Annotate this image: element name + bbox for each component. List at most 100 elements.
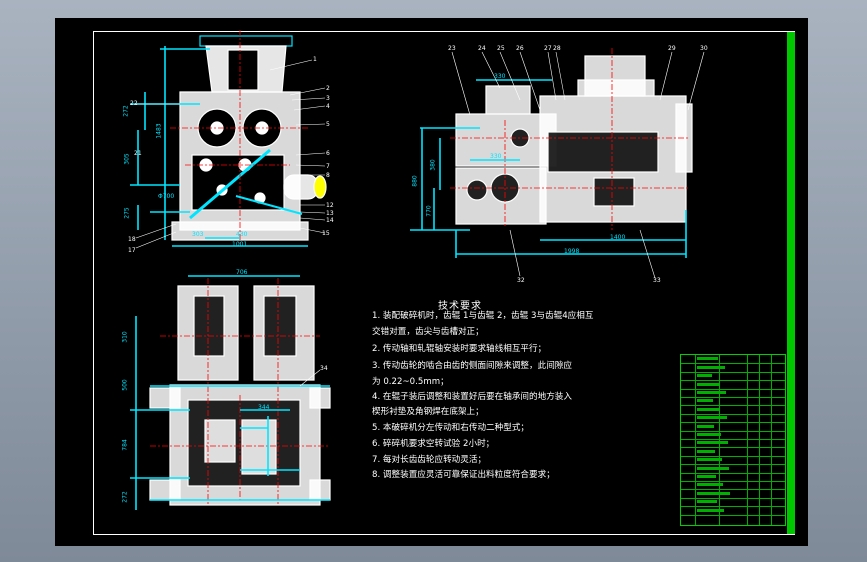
hopper-top bbox=[199, 35, 293, 47]
dim-v2-1400: 1400 bbox=[610, 234, 626, 241]
dim-v1-303: 303 bbox=[192, 231, 204, 238]
tr-line-2: 交错对置，齿尖与齿槽对正； bbox=[372, 327, 484, 337]
dim-v1-275: 275 bbox=[123, 207, 131, 219]
parts-list-fill bbox=[697, 374, 712, 378]
dim-v2-330-mid: 330 bbox=[490, 153, 502, 160]
callout-7: 7 bbox=[326, 163, 330, 170]
view-side bbox=[455, 55, 693, 225]
callout-29: 29 bbox=[668, 45, 676, 52]
parts-list-row bbox=[681, 422, 785, 424]
dim-v2-1998: 1998 bbox=[564, 248, 580, 255]
parts-list-row bbox=[681, 514, 785, 516]
parts-list-fill bbox=[697, 399, 713, 403]
dim-v3-272: 272 bbox=[121, 491, 129, 503]
dim-v2-330: 330 bbox=[494, 73, 506, 80]
dim-v1-305: 305 bbox=[123, 153, 131, 165]
technical-requirements-title: 技术要求 bbox=[438, 301, 482, 312]
tr-line-1: 1. 装配破碎机时，齿辊 1与齿辊 2，齿辊 3与齿辊4应相互 bbox=[372, 311, 594, 321]
callout-26: 26 bbox=[516, 45, 524, 52]
parts-list-title-block bbox=[680, 354, 786, 526]
dim-v3-500: 500 bbox=[121, 379, 129, 391]
parts-list-row bbox=[681, 371, 785, 373]
tr-line-5: 为 0.22~0.5mm； bbox=[372, 377, 449, 387]
callout-6: 6 bbox=[326, 150, 330, 157]
dim-v1-1001: 1001 bbox=[232, 241, 248, 248]
parts-list-row bbox=[681, 430, 785, 432]
tr-line-8: 5. 本破碎机分左传动和右传动二种型式； bbox=[372, 423, 530, 433]
parts-list-row bbox=[681, 439, 785, 440]
v3-dimensions bbox=[130, 275, 330, 510]
parts-list-fill bbox=[697, 424, 714, 428]
parts-list-row bbox=[681, 464, 785, 466]
callout-4: 4 bbox=[326, 103, 330, 110]
callout-18: 18 bbox=[128, 236, 136, 243]
callout-23: 23 bbox=[448, 45, 456, 52]
callout-28: 28 bbox=[553, 45, 561, 52]
callout-8: 8 bbox=[326, 172, 330, 179]
parts-list-fill bbox=[697, 449, 715, 453]
callout-14: 14 bbox=[326, 217, 334, 224]
tr-line-6: 4. 在辊子装后调整和装置好后要在轴承间的地方装入 bbox=[372, 392, 572, 402]
dim-v3-706: 706 bbox=[236, 269, 248, 276]
dim-v2-770: 770 bbox=[425, 205, 433, 217]
view-top bbox=[149, 285, 331, 506]
callout-17: 17 bbox=[128, 247, 136, 254]
parts-list-fill bbox=[697, 466, 729, 470]
callout-3: 3 bbox=[326, 95, 330, 102]
callout-32: 32 bbox=[517, 277, 525, 284]
parts-list-row bbox=[681, 405, 785, 407]
callout-33: 33 bbox=[653, 277, 661, 284]
callout-34: 34 bbox=[320, 365, 328, 372]
parts-list-fill bbox=[697, 357, 718, 361]
tr-line-3: 2. 传动轴和轧辊轴安装时要求轴线相互平行； bbox=[372, 344, 547, 354]
v1-dimensions bbox=[130, 46, 308, 247]
callout-21: 21 bbox=[134, 150, 142, 157]
view-front bbox=[171, 35, 327, 241]
parts-list-fill bbox=[697, 433, 721, 436]
parts-list-row bbox=[681, 388, 785, 390]
callout-27: 27 bbox=[544, 45, 552, 52]
parts-list-row bbox=[681, 413, 785, 415]
parts-list-fill bbox=[697, 416, 727, 420]
tr-line-7: 楔形衬垫及角钢焊在底架上； bbox=[372, 407, 484, 417]
parts-list-fill bbox=[697, 365, 725, 369]
parts-list-row bbox=[681, 380, 785, 382]
tr-line-10: 7. 每对长齿齿轮应转动灵活； bbox=[372, 455, 487, 465]
parts-list-fill bbox=[697, 491, 730, 495]
motor bbox=[283, 174, 319, 200]
dim-v1-phi700: Φ700 bbox=[158, 193, 175, 200]
dim-v2-880: 880 bbox=[411, 175, 419, 187]
callout-25: 25 bbox=[497, 45, 505, 52]
parts-list-row bbox=[681, 506, 785, 508]
callout-13: 13 bbox=[326, 210, 334, 217]
parts-list-row bbox=[681, 447, 785, 449]
side-color-bar bbox=[787, 32, 795, 534]
parts-list-row bbox=[681, 489, 785, 491]
callout-30: 30 bbox=[700, 45, 708, 52]
callout-12: 12 bbox=[326, 202, 334, 209]
parts-list-fill bbox=[697, 458, 722, 462]
parts-list-row bbox=[681, 481, 785, 482]
dim-v3-310: 310 bbox=[121, 331, 129, 343]
parts-list-row bbox=[681, 472, 785, 474]
parts-list-row bbox=[681, 397, 785, 398]
callout-1: 1 bbox=[313, 56, 317, 63]
callout-15: 15 bbox=[322, 230, 330, 237]
parts-list-row bbox=[681, 497, 785, 499]
parts-list-fill bbox=[697, 483, 723, 487]
dim-v1-272: 272 bbox=[122, 105, 130, 117]
callout-5: 5 bbox=[326, 121, 330, 128]
parts-list-row bbox=[681, 363, 785, 365]
parts-list-fill bbox=[697, 391, 726, 394]
tr-line-11: 8. 调整装置应灵活可靠保证出料粒度符合要求； bbox=[372, 470, 555, 480]
callout-2: 2 bbox=[326, 85, 330, 92]
parts-list-fill bbox=[697, 382, 719, 386]
parts-list-row bbox=[681, 455, 785, 457]
parts-list-fill bbox=[697, 500, 717, 504]
dim-v2-380: 380 bbox=[429, 159, 437, 171]
parts-list-fill bbox=[697, 407, 720, 411]
callout-24: 24 bbox=[478, 45, 486, 52]
dim-v3-344: 344 bbox=[258, 404, 270, 411]
tr-line-9: 6. 碎碎机要求空转试验 2小时； bbox=[372, 439, 495, 449]
